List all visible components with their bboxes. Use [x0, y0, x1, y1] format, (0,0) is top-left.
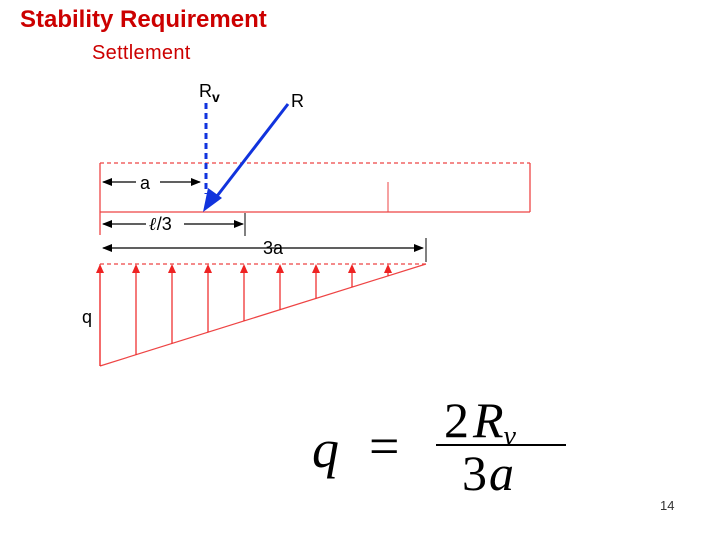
- l-over-3-label: ℓ/3: [149, 214, 172, 234]
- dimension-a: a: [102, 172, 201, 193]
- foundation-outline: [99, 162, 531, 235]
- pressure-arrowhead: [384, 264, 392, 273]
- formula: q = 2Rv 3a: [312, 392, 566, 501]
- r-label: R: [291, 91, 304, 111]
- pressure-arrowhead: [312, 264, 320, 273]
- pressure-arrows: [96, 264, 392, 366]
- pressure-arrowhead: [240, 264, 248, 273]
- rv-label: Rv: [199, 81, 220, 105]
- formula-equals: =: [369, 416, 399, 476]
- three-a-label: 3a: [263, 238, 284, 258]
- pressure-sloped-line: [99, 263, 427, 367]
- a-label: a: [140, 173, 151, 193]
- pressure-distribution: [99, 263, 427, 367]
- dimension-l-over-3: ℓ/3: [102, 213, 246, 236]
- formula-numerator: 2Rv: [444, 392, 517, 452]
- dimension-3a: 3a: [102, 238, 427, 262]
- pressure-arrowhead: [204, 264, 212, 273]
- pressure-arrowhead: [168, 264, 176, 273]
- pressure-arrowhead: [276, 264, 284, 273]
- slide-title: Stability Requirement: [20, 6, 267, 33]
- formula-lhs: q: [312, 419, 339, 479]
- q-label: q: [82, 307, 92, 327]
- page-number: 14: [660, 498, 675, 513]
- formula-denominator: 3a: [462, 445, 514, 501]
- slide-subtitle: Settlement: [92, 42, 191, 64]
- pressure-arrowhead: [132, 264, 140, 273]
- r-force-arrow: [203, 103, 290, 212]
- pressure-arrowhead: [96, 264, 104, 273]
- pressure-arrowhead: [348, 264, 356, 273]
